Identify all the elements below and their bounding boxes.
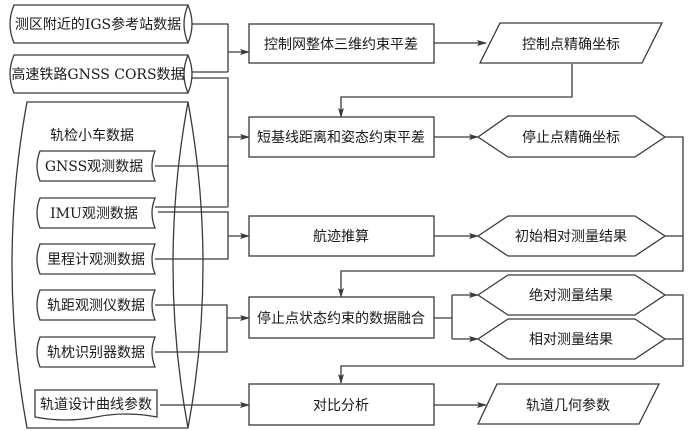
- relative-result-label: 相对测量结果: [529, 332, 613, 348]
- sleeper-obs-label: 轨枕识别器数据: [47, 345, 145, 361]
- output-relative-result: 相对测量结果: [476, 318, 667, 360]
- output-initial-relative: 初始相对测量结果: [476, 215, 667, 257]
- input-cors-data: 高速铁路GNSS CORS数据: [9, 54, 193, 94]
- process-comparison: 对比分析: [248, 383, 435, 426]
- dead-reckoning-label: 航迹推算: [313, 229, 369, 245]
- output-control-coords: 控制点精确坐标: [478, 22, 664, 64]
- network-adjustment-label: 控制网整体三维约束平差: [264, 37, 418, 53]
- process-dead-reckoning: 航迹推算: [248, 215, 435, 257]
- stop-coords-label: 停止点精确坐标: [522, 129, 620, 146]
- input-design-params: 轨道设计曲线参数: [34, 389, 158, 421]
- input-gnss-obs: GNSS观测数据: [36, 150, 156, 182]
- comparison-label: 对比分析: [313, 398, 369, 414]
- gnss-obs-label: GNSS观测数据: [45, 159, 143, 175]
- baseline-adjustment-label: 短基线距离和姿态约束平差: [257, 129, 425, 146]
- track-geometry-label: 轨道几何参数: [526, 397, 610, 414]
- process-network-adjustment: 控制网整体三维约束平差: [248, 23, 435, 64]
- input-imu-obs: IMU观测数据: [36, 197, 156, 229]
- process-baseline-adjustment: 短基线距离和姿态约束平差: [248, 116, 435, 158]
- output-stop-coords: 停止点精确坐标: [476, 115, 667, 158]
- gauge-obs-label: 轨距观测仪数据: [47, 298, 145, 314]
- igs-data-label: 测区附近的IGS参考站数据: [15, 16, 181, 33]
- design-params-label: 轨道设计曲线参数: [40, 396, 152, 413]
- output-track-geometry: 轨道几何参数: [476, 383, 661, 425]
- absolute-result-label: 绝对测量结果: [529, 288, 613, 304]
- odometer-obs-label: 里程计观测数据: [47, 252, 145, 268]
- input-sleeper-obs: 轨枕识别器数据: [36, 336, 156, 368]
- input-gauge-obs: 轨距观测仪数据: [36, 289, 156, 321]
- connectors: [155, 23, 684, 408]
- imu-obs-label: IMU观测数据: [50, 206, 138, 222]
- initial-relative-label: 初始相对测量结果: [515, 228, 627, 245]
- data-fusion-label: 停止点状态约束的数据融合: [257, 310, 425, 327]
- input-odometer-obs: 里程计观测数据: [36, 243, 156, 275]
- output-absolute-result: 绝对测量结果: [476, 274, 667, 316]
- control-coords-label: 控制点精确坐标: [522, 37, 620, 53]
- cors-data-label: 高速铁路GNSS CORS数据: [11, 66, 184, 83]
- process-data-fusion: 停止点状态约束的数据融合: [248, 296, 435, 339]
- input-igs-data: 测区附近的IGS参考站数据: [9, 4, 193, 44]
- trolley-group-title: 轨检小车数据: [50, 127, 134, 144]
